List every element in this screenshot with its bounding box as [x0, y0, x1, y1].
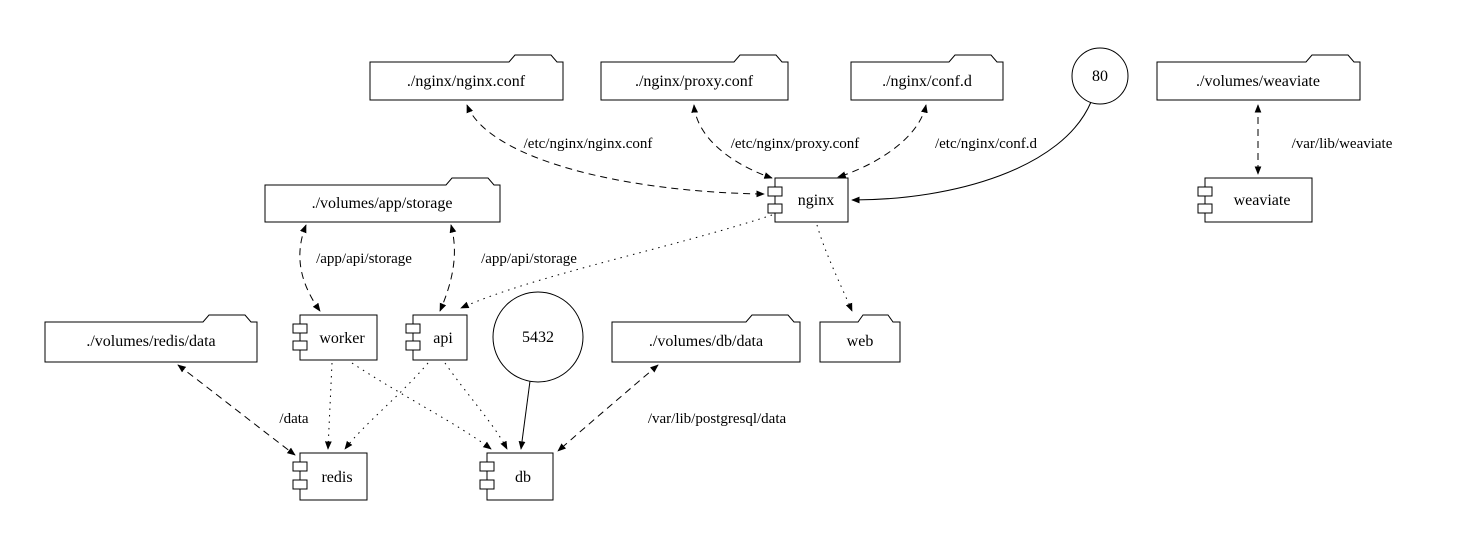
node-weaviate-component: weaviate: [1197, 177, 1313, 223]
folder-shape: [369, 54, 564, 101]
node-volumes-db-data-folder: ./volumes/db/data: [611, 314, 801, 363]
folder-shape: [611, 314, 801, 363]
component-shape: [299, 452, 368, 501]
component-tab: [1197, 186, 1213, 197]
edge-label-weaviate-mount: /var/lib/weaviate: [1292, 136, 1393, 152]
node-label: api: [433, 330, 453, 347]
node-nginx-conf-folder: ./nginx/nginx.conf: [369, 54, 564, 101]
edge-nginx-to-web: [816, 224, 853, 312]
node-label: 5432: [522, 329, 554, 346]
node-label: nginx: [798, 192, 834, 209]
folder-shape: [44, 314, 258, 363]
node-label: web: [847, 333, 874, 350]
port-circle: [1071, 47, 1129, 105]
node-volumes-redis-data-folder: ./volumes/redis/data: [44, 314, 258, 363]
edge-conf-d-to-nginx: [837, 104, 928, 179]
folder-shape: [819, 314, 901, 363]
edge-label-redis-mount: /data: [279, 411, 308, 427]
node-port-5432: 5432: [492, 291, 584, 383]
node-label: ./volumes/redis/data: [86, 333, 215, 350]
edge-label-nginx-conf-mount: /etc/nginx/nginx.conf: [524, 136, 653, 152]
node-label: ./volumes/app/storage: [312, 195, 453, 212]
node-label: ./nginx/nginx.conf: [407, 73, 526, 90]
node-label: ./volumes/weaviate: [1196, 73, 1320, 90]
edge-nginx-conf-to-nginx: [466, 104, 765, 198]
node-conf-d-folder: ./nginx/conf.d: [850, 54, 1004, 101]
component-shape: [299, 314, 378, 361]
node-label: ./nginx/proxy.conf: [635, 73, 754, 90]
node-proxy-conf-folder: ./nginx/proxy.conf: [600, 54, 789, 101]
edge-api-to-db: [444, 362, 508, 450]
component-shape: [486, 452, 554, 501]
edge-label-proxy-conf-mount: /etc/nginx/proxy.conf: [731, 136, 860, 152]
node-db-component: db: [479, 452, 554, 501]
component-tab: [767, 186, 783, 197]
component-tab: [767, 203, 783, 214]
edge-worker-to-redis: [324, 362, 333, 450]
edge-api-to-redis: [344, 362, 429, 450]
edge-label-db-mount: /var/lib/postgresql/data: [648, 411, 787, 427]
node-label: redis: [321, 469, 352, 486]
component-shape: [774, 177, 849, 223]
edge-port-5432-to-db: [518, 380, 531, 450]
edge-worker-to-db: [351, 362, 492, 450]
edge-redis-data-to-redis: [177, 364, 296, 456]
edge-label-worker-storage-mount: /app/api/storage: [316, 251, 412, 267]
node-web-folder: web: [819, 314, 901, 363]
folder-shape: [850, 54, 1004, 101]
component-tab: [292, 479, 308, 490]
node-label: db: [515, 469, 531, 486]
edge-port-80-to-nginx: [851, 101, 1092, 204]
component-tab: [292, 461, 308, 472]
edge-db-data-to-db: [557, 364, 659, 452]
component-shape: [412, 314, 468, 361]
node-volumes-weaviate-folder: ./volumes/weaviate: [1156, 54, 1361, 101]
component-tab: [1197, 203, 1213, 214]
component-tab: [405, 323, 421, 334]
node-nginx-component: nginx: [767, 177, 849, 223]
node-label: weaviate: [1234, 192, 1291, 209]
component-tab: [292, 323, 308, 334]
folder-shape: [600, 54, 789, 101]
edge-app-storage-to-worker: [299, 224, 321, 312]
node-port-80: 80: [1071, 47, 1129, 105]
node-worker-component: worker: [292, 314, 378, 361]
folder-shape: [264, 177, 501, 223]
node-api-component: api: [405, 314, 468, 361]
component-tab: [292, 340, 308, 351]
node-label: 80: [1092, 68, 1108, 85]
component-tab: [405, 340, 421, 351]
edge-proxy-conf-to-nginx: [691, 104, 773, 179]
component-tab: [479, 461, 495, 472]
component-shape: [1204, 177, 1313, 223]
port-circle: [492, 291, 584, 383]
node-label: ./nginx/conf.d: [882, 73, 972, 90]
node-redis-component: redis: [292, 452, 368, 501]
node-label: worker: [319, 330, 365, 347]
edge-label-conf-d-mount: /etc/nginx/conf.d: [935, 136, 1038, 152]
component-tab: [479, 479, 495, 490]
node-volumes-app-storage-folder: ./volumes/app/storage: [264, 177, 501, 223]
edge-label-api-storage-mount: /app/api/storage: [481, 251, 577, 267]
node-label: ./volumes/db/data: [649, 333, 763, 350]
edge-app-storage-to-api: [439, 224, 457, 312]
folder-shape: [1156, 54, 1361, 101]
